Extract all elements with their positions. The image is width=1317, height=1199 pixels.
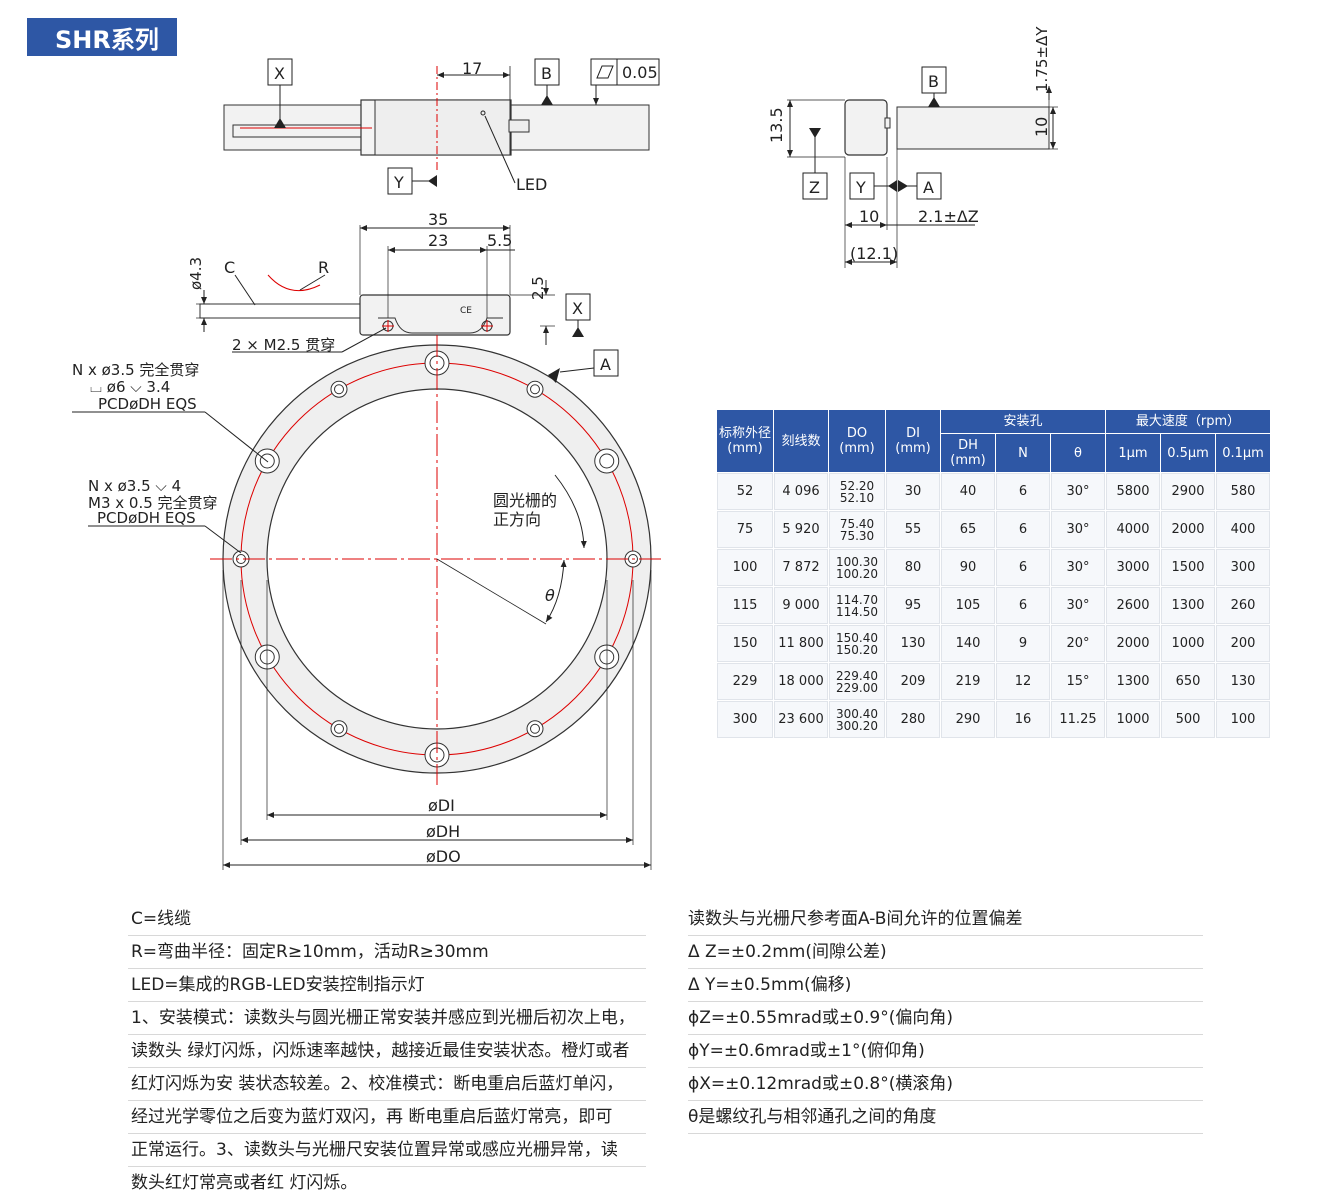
hole-inner: [530, 723, 540, 734]
dim-do: øDO: [426, 847, 461, 866]
dim-1-75: 1.75±ΔY: [1033, 26, 1051, 92]
front-view: CE C R ø4.3 35 23 5.5 2.5 X 2 × M2.5 贯穿: [72, 210, 665, 870]
m25-thread-label: 2 × M2.5 贯穿: [232, 336, 335, 354]
callout2-line2: M3 x 0.5 完全贯穿: [88, 494, 218, 512]
dim-35: 35: [428, 210, 448, 229]
th-lines: 刻线数: [774, 410, 828, 472]
th-di: DI(mm): [886, 410, 940, 472]
datum-b-side: B: [928, 72, 939, 91]
note-left-line: 经过光学零位之后变为蓝灯双闪，再 断电重启后蓝灯常亮，即可: [128, 1101, 646, 1134]
counterbore-hole: [594, 448, 620, 474]
thread-hole: [330, 720, 348, 738]
thread-hole: [526, 720, 544, 738]
dim-10-vertical: 10: [1032, 117, 1051, 137]
series-title-badge: SHR系列: [27, 18, 177, 56]
datum-a-side: A: [923, 178, 934, 197]
dim-dh: øDH: [426, 822, 460, 841]
note-right-line: Δ Z=±0.2mm(间隙公差): [688, 936, 1203, 969]
datum-b-top: B: [541, 64, 552, 83]
notes-left: C=线缆 R=弯曲半径：固定R≥10mm，活动R≥30mm LED=集成的RGB…: [128, 903, 646, 1199]
note-right-line: ϕZ=±0.55mrad或±0.9°(偏向角): [688, 1002, 1203, 1035]
note-right-line: 读数头与光栅尺参考面A-B间允许的位置偏差: [688, 903, 1203, 936]
note-left-line: LED=集成的RGB-LED安装控制指示灯: [128, 969, 646, 1002]
hole-inner: [334, 384, 344, 395]
note-right-line: Δ Y=±0.5mm(偏移): [688, 969, 1203, 1002]
datum-y-top: Y: [393, 173, 404, 192]
callout2-line3: PCDøDH EQS: [97, 509, 196, 527]
callout1-line1: N x ø3.5 完全贯穿: [72, 361, 199, 379]
datum-y-side: Y: [855, 178, 866, 197]
note-left-line: 数头红灯常亮或者红 灯闪烁。: [131, 1173, 358, 1193]
th-speed-group: 最大速度（rpm）: [1106, 410, 1270, 434]
direction-note-line2: 正方向: [493, 510, 541, 529]
hole-inner: [334, 723, 344, 734]
readhead-front: [359, 294, 511, 336]
note-left-line: R=弯曲半径：固定R≥10mm，活动R≥30mm: [128, 936, 646, 969]
hole-inner: [530, 384, 540, 395]
spec-table: 标称外径(mm) 刻线数 DO(mm) DI(mm) 安装孔 最大速度（rpm）…: [716, 409, 1271, 739]
note-left-line: 正常运行。3、读数头与光栅尺安装位置异常或感应光栅异常，读: [128, 1134, 646, 1167]
datum-z-side: Z: [809, 178, 820, 197]
hole-inner: [259, 453, 275, 469]
th-speed-1um: 1μm: [1106, 434, 1160, 472]
dim-17: 17: [462, 59, 482, 78]
direction-note-line1: 圆光栅的: [493, 491, 557, 510]
dim-12-1: (12.1): [850, 244, 898, 263]
th-theta: θ: [1051, 434, 1105, 472]
th-dh: DH(mm): [941, 434, 995, 472]
svg-text:CE: CE: [460, 306, 472, 316]
note-right-line: ϕX=±0.12mrad或±0.8°(横滚角): [688, 1068, 1203, 1101]
scale-strip-side: [896, 106, 1050, 150]
note-left-line: C=线缆: [128, 903, 646, 936]
callout1-line2: ⌴ ø6 ⌵ 3.4: [90, 378, 170, 396]
label-c: C: [224, 258, 235, 277]
callout1-line3: PCDøDH EQS: [98, 395, 197, 413]
top-view: 17 X B 0.05 Y LED: [223, 58, 660, 195]
datum-a-ring: A: [600, 355, 611, 374]
readhead-side: [844, 99, 888, 156]
th-n: N: [996, 434, 1050, 472]
th-do: DO(mm): [829, 410, 885, 472]
thread-hole: [330, 380, 348, 398]
theta-label: θ: [545, 586, 555, 605]
thread-hole: [526, 380, 544, 398]
dim-23: 23: [428, 231, 448, 250]
dim-13-5: 13.5: [767, 107, 786, 143]
dim-2-5: 2.5: [529, 276, 547, 300]
dim-di: øDI: [428, 796, 455, 815]
dim-4-3: ø4.3: [187, 257, 205, 290]
dim-2-1: 2.1±ΔZ: [918, 207, 979, 226]
callout2-line1: N x ø3.5 ⌵ 4: [88, 477, 181, 495]
hole-inner: [628, 554, 638, 564]
notes-right: 读数头与光栅尺参考面A-B间允许的位置偏差 Δ Z=±0.2mm(间隙公差) Δ…: [688, 903, 1203, 1134]
th-speed-05um: 0.5μm: [1161, 434, 1215, 472]
dim-10: 10: [859, 207, 879, 226]
note-left-line: 红灯闪烁为安 装状态较差。2、校准模式：断电重启后蓝灯单闪，: [128, 1068, 646, 1101]
note-right-line: ϕY=±0.6mrad或±1°(俯仰角): [688, 1035, 1203, 1068]
side-view: 13.5 10 1.75±ΔY B Z Y A 10 2.1±ΔZ (12.1: [767, 26, 1058, 268]
led-label: LED: [516, 175, 547, 194]
technical-drawing: 17 X B 0.05 Y LED 13.5: [72, 26, 1058, 870]
th-mount-group: 安装孔: [941, 410, 1105, 434]
flatness-value: 0.05: [622, 63, 658, 82]
hole-inner: [599, 453, 615, 469]
th-nominal: 标称外径(mm): [717, 410, 773, 472]
dim-5-5: 5.5: [487, 231, 512, 250]
note-left-line: 读数头 绿灯闪烁，闪烁速率越快，越接近最佳安装状态。橙灯或者: [128, 1035, 646, 1068]
note-left-line: 1、安装模式：读数头与圆光栅正常安装并感应到光栅后初次上电，: [128, 1002, 646, 1035]
note-right-line: θ是螺纹孔与相邻通孔之间的角度: [688, 1101, 1203, 1134]
label-r: R: [318, 258, 329, 277]
series-title: SHR系列: [55, 25, 159, 54]
datum-x-top: X: [274, 64, 285, 83]
th-speed-01um: 0.1μm: [1216, 434, 1270, 472]
datum-x-mid: X: [572, 299, 583, 318]
mounting-holes: [232, 350, 642, 768]
